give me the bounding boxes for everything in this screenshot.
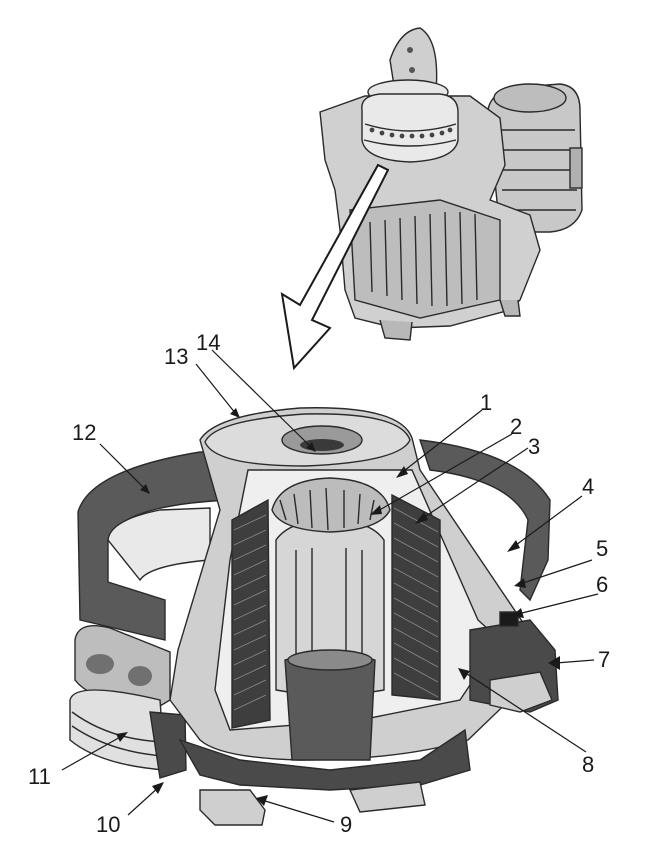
- bowl-interior: [214, 469, 501, 761]
- label-13: 13: [164, 344, 188, 369]
- label-11: 11: [28, 764, 51, 789]
- machine-bowl: [361, 27, 459, 163]
- right-flange: [469, 611, 559, 713]
- leader-lines: [61, 349, 599, 823]
- machine-overview: [280, 27, 583, 371]
- label-8: 8: [582, 752, 594, 777]
- disc-stack-left: [231, 498, 271, 729]
- label-3: 3: [528, 434, 540, 459]
- lower-ring: [69, 625, 187, 779]
- callout-labels: 1 2 3 4 5 6 7 8 9 10 11 12 13 14: [28, 330, 610, 837]
- label-1: 1: [480, 390, 492, 415]
- gear-ring: [271, 477, 391, 533]
- cutaway-bowl: [69, 407, 559, 826]
- motor: [487, 83, 583, 233]
- label-6: 6: [596, 572, 608, 597]
- label-2: 2: [510, 414, 522, 439]
- bottom-casing: [178, 728, 471, 826]
- outer-hood: [77, 439, 551, 641]
- label-9: 9: [340, 812, 352, 837]
- label-4: 4: [582, 474, 594, 499]
- label-7: 7: [598, 647, 610, 672]
- bowl-holes: [369, 127, 453, 139]
- label-14: 14: [196, 330, 220, 355]
- label-12: 12: [72, 420, 96, 445]
- label-5: 5: [596, 536, 608, 561]
- zoom-arrow: [280, 163, 390, 371]
- label-10: 10: [96, 812, 120, 837]
